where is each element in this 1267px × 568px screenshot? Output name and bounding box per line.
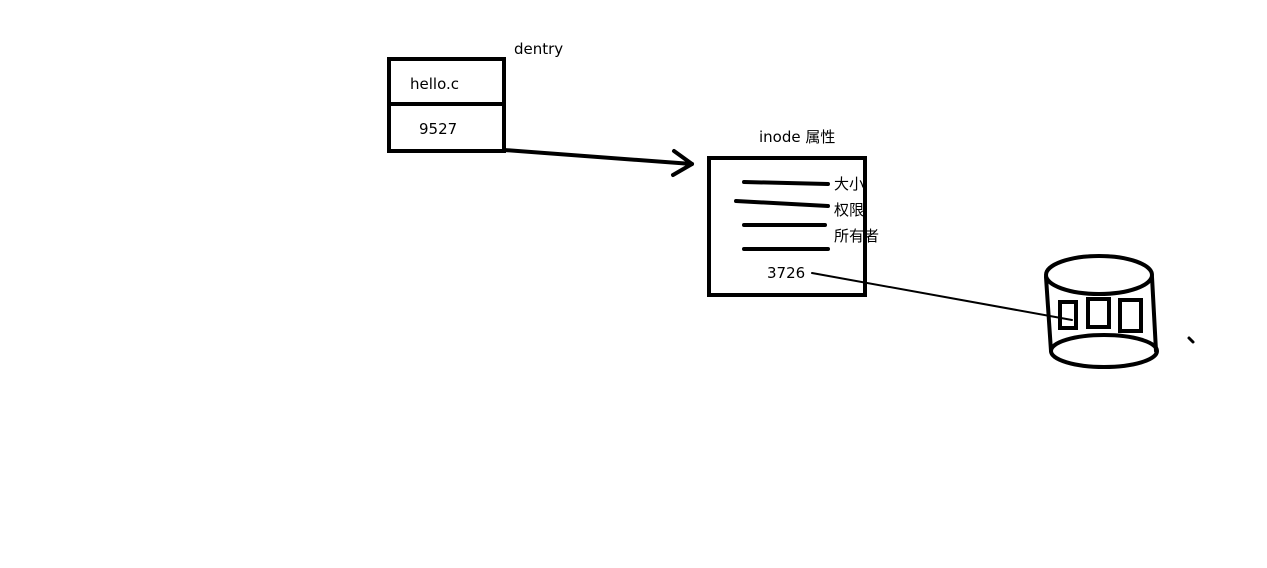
disk-block-1 <box>1058 300 1078 330</box>
disk-icon <box>1044 254 1159 369</box>
attribute-size-label: 大小 <box>834 175 864 193</box>
dentry-to-inode-arrow <box>502 148 694 177</box>
arrow-shaft <box>502 148 694 166</box>
dentry-inode-number: 9527 <box>419 120 457 138</box>
disk-top-ellipse <box>1044 254 1154 296</box>
attribute-line-size <box>742 180 830 186</box>
inode-label: inode 属性 <box>759 128 835 146</box>
stray-dot <box>1187 336 1195 344</box>
dentry-group: dentry hello.c 9527 <box>387 40 563 153</box>
attribute-owner-label: 所有者 <box>834 227 879 245</box>
attribute-permission-label: 权限 <box>834 201 864 219</box>
inode-block-number: 3726 <box>767 264 805 282</box>
arrow-head <box>671 149 694 177</box>
disk-right-side <box>1150 275 1158 353</box>
attribute-line-permission <box>734 199 830 208</box>
disk-bottom-ellipse <box>1049 333 1159 369</box>
dentry-filename: hello.c <box>410 75 459 93</box>
disk-left-side <box>1044 275 1053 353</box>
inode-box <box>707 156 867 297</box>
dentry-label: dentry <box>514 40 563 58</box>
inode-group: inode 属性 大小 权限 所有者 3726 <box>707 128 879 297</box>
disk-block-2 <box>1086 297 1111 329</box>
inode-to-disk-connector <box>811 272 1073 321</box>
disk-block-3 <box>1118 298 1143 333</box>
